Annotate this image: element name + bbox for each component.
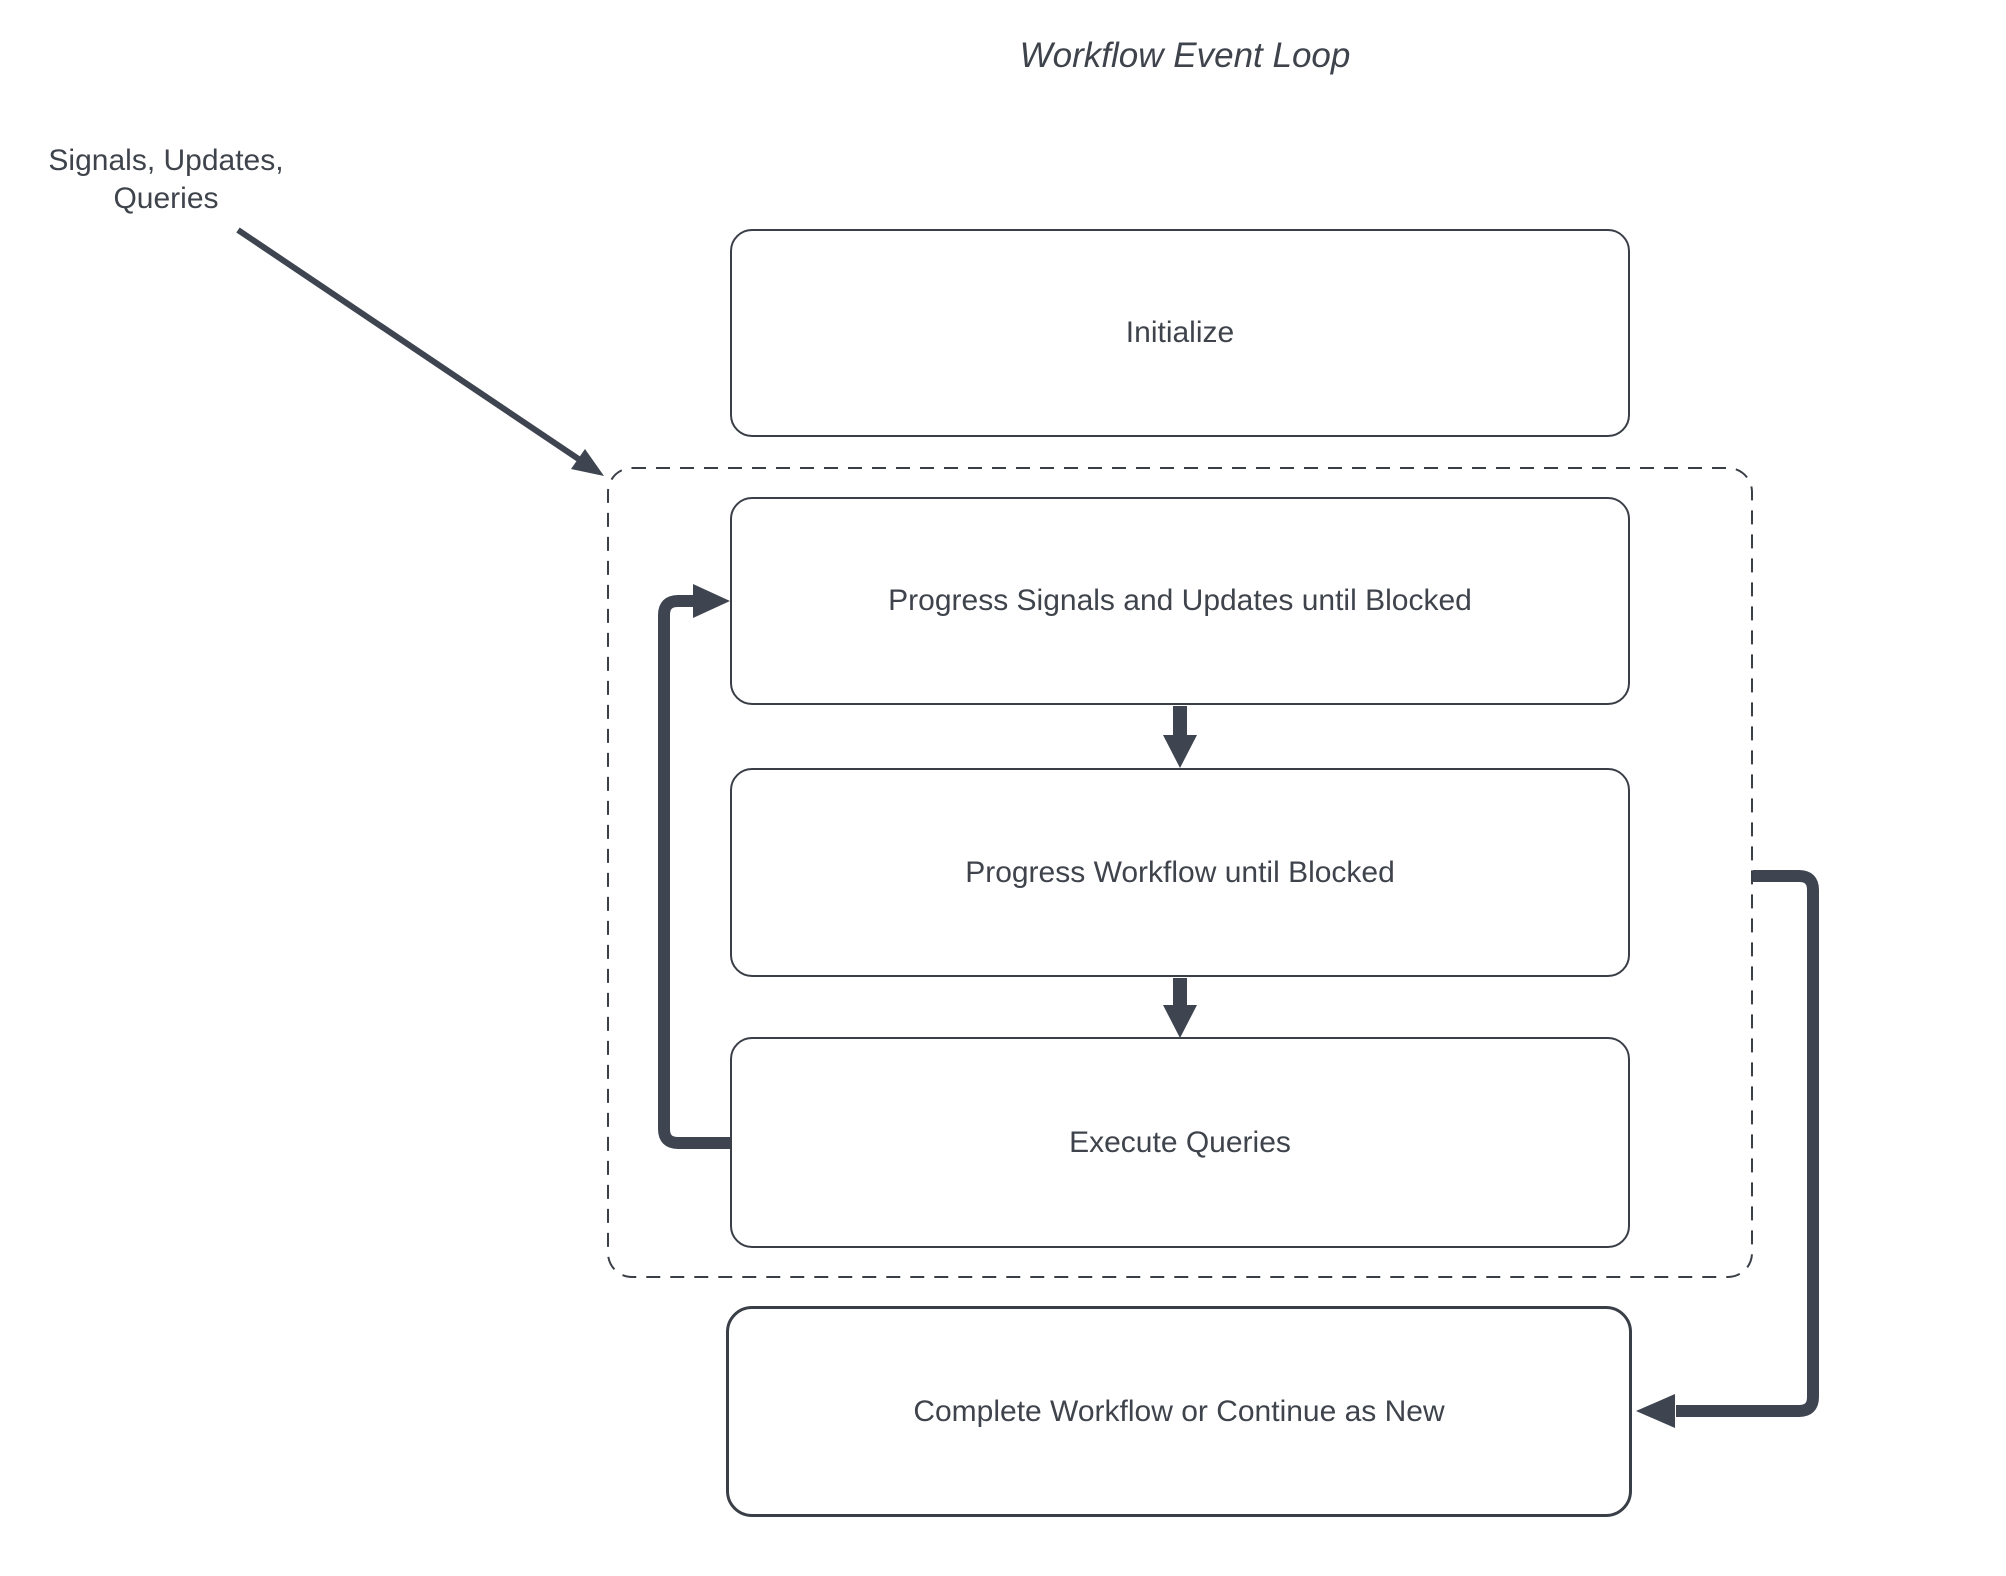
edge-signals-to-workflow-arrowhead-icon bbox=[1163, 735, 1197, 768]
edge-annotation-arrowhead-icon bbox=[571, 449, 604, 476]
node-execute-queries: Execute Queries bbox=[730, 1037, 1630, 1248]
diagram-title: Workflow Event Loop bbox=[1019, 36, 1351, 75]
node-initialize: Initialize bbox=[730, 229, 1630, 437]
edge-workflow-to-queries-arrowhead-icon bbox=[1163, 1005, 1197, 1038]
node-progress-signals-and-updates: Progress Signals and Updates until Block… bbox=[730, 497, 1630, 705]
edge-annotation-line bbox=[236, 227, 582, 463]
annotation-line-2: Queries bbox=[113, 182, 219, 216]
node-complete-workflow-label: Complete Workflow or Continue as New bbox=[913, 1394, 1445, 1428]
edge-queries-loop-path bbox=[658, 595, 731, 1149]
node-initialize-label: Initialize bbox=[1125, 316, 1235, 349]
edge-queries-loop-to-signals bbox=[658, 584, 731, 1149]
node-complete-workflow: Complete Workflow or Continue as New bbox=[726, 1306, 1632, 1517]
edge-container-to-complete-path bbox=[1676, 870, 1819, 1417]
node-progress-signals-label: Progress Signals and Updates until Block… bbox=[888, 584, 1472, 617]
edge-container-to-complete-arrowhead-icon bbox=[1636, 1394, 1675, 1428]
node-progress-workflow-label: Progress Workflow until Blocked bbox=[965, 855, 1395, 889]
edge-workflow-to-queries bbox=[1163, 978, 1197, 1038]
edge-signals-to-workflow bbox=[1163, 706, 1197, 768]
edge-annotation-to-container bbox=[236, 227, 604, 476]
annotation-line-1: Signals, Updates, bbox=[48, 144, 284, 177]
edge-container-to-complete bbox=[1636, 870, 1819, 1428]
node-progress-workflow: Progress Workflow until Blocked bbox=[730, 768, 1630, 977]
edge-queries-loop-arrowhead-icon bbox=[693, 584, 730, 618]
signals-updates-queries-annotation: Signals, Updates, Queries bbox=[16, 142, 316, 218]
node-execute-queries-label: Execute Queries bbox=[1069, 1125, 1291, 1159]
